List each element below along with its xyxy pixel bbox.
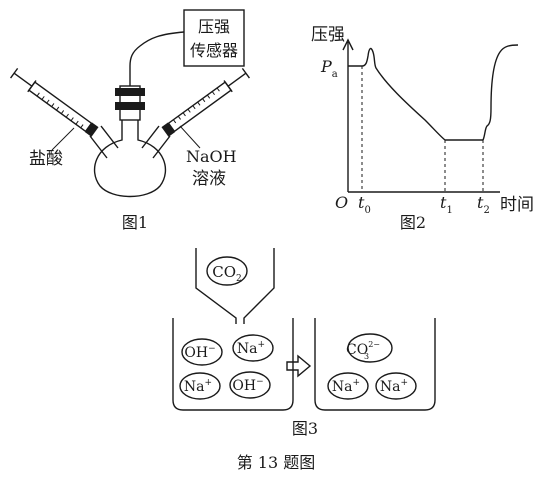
ion-oh-2-label: OH− bbox=[232, 377, 263, 394]
ion-na-1-label: Na+ bbox=[237, 340, 265, 357]
right-reagent-leader bbox=[179, 125, 201, 149]
overall-caption: 第 13 题图 bbox=[237, 453, 316, 472]
ion-na-2-label: Na+ bbox=[184, 378, 212, 395]
origin-label: O bbox=[335, 193, 348, 212]
x-tick-t2: t2 bbox=[477, 193, 490, 216]
ion-na-4-label: Na+ bbox=[380, 378, 408, 395]
figure3-caption: 图3 bbox=[292, 419, 318, 438]
sensor-label-line2: 传感器 bbox=[190, 41, 238, 60]
ion-co3-label: CO2−3 bbox=[346, 340, 380, 361]
ion-oh-2 bbox=[229, 371, 271, 399]
figure1-caption: 图1 bbox=[122, 213, 148, 232]
figure3-ions: CO2 OH− Na+ Na+ OH− CO2−3 Na+ Na+ 图3 bbox=[172, 248, 436, 438]
center-stopper-top bbox=[115, 88, 145, 96]
ion-oh-1 bbox=[181, 338, 223, 366]
ion-na-4 bbox=[375, 372, 417, 400]
co2-label: CO2 bbox=[212, 263, 242, 284]
three-neck-flask bbox=[93, 120, 167, 198]
right-beaker bbox=[314, 318, 436, 411]
flask-left-neck bbox=[89, 125, 119, 159]
right-reagent-label-line2: 溶液 bbox=[192, 169, 226, 189]
figure2-caption: 图2 bbox=[400, 213, 426, 232]
sensor-cable bbox=[129, 31, 185, 86]
figure2-chart: 压强 时间 O Pa t0 t1 t2 图2 bbox=[311, 25, 534, 232]
x-tick-t0: t0 bbox=[358, 193, 371, 216]
x-axis-label: 时间 bbox=[500, 195, 534, 215]
left-beaker bbox=[172, 318, 294, 411]
left-syringe bbox=[10, 67, 99, 137]
ion-oh-1-label: OH− bbox=[184, 344, 215, 361]
reaction-arrow bbox=[286, 354, 312, 378]
right-reagent-label-line1: NaOH bbox=[186, 147, 237, 166]
y-tick-pa: Pa bbox=[320, 57, 338, 80]
ion-na-3 bbox=[327, 372, 369, 400]
pressure-curve bbox=[348, 44, 519, 141]
right-syringe bbox=[161, 67, 250, 137]
funnel-left bbox=[195, 248, 237, 324]
funnel-right bbox=[243, 248, 275, 324]
figure1-apparatus: 压强 传感器 bbox=[10, 9, 250, 232]
y-axis-label: 压强 bbox=[311, 25, 345, 45]
co2-molecule bbox=[206, 256, 248, 286]
left-reagent-leader bbox=[51, 127, 75, 151]
y-axis-arrow bbox=[342, 38, 354, 51]
center-stopper-bottom bbox=[115, 102, 145, 110]
sensor-label-line1: 压强 bbox=[198, 17, 230, 36]
ion-na-3-label: Na+ bbox=[332, 378, 360, 395]
ion-na-2 bbox=[179, 372, 221, 400]
ion-co3 bbox=[347, 333, 393, 363]
left-reagent-label: 盐酸 bbox=[29, 149, 63, 169]
ion-na-1 bbox=[232, 334, 274, 362]
pressure-sensor-box bbox=[183, 9, 245, 67]
x-tick-t1: t1 bbox=[440, 193, 453, 216]
flask-right-neck bbox=[141, 125, 171, 159]
